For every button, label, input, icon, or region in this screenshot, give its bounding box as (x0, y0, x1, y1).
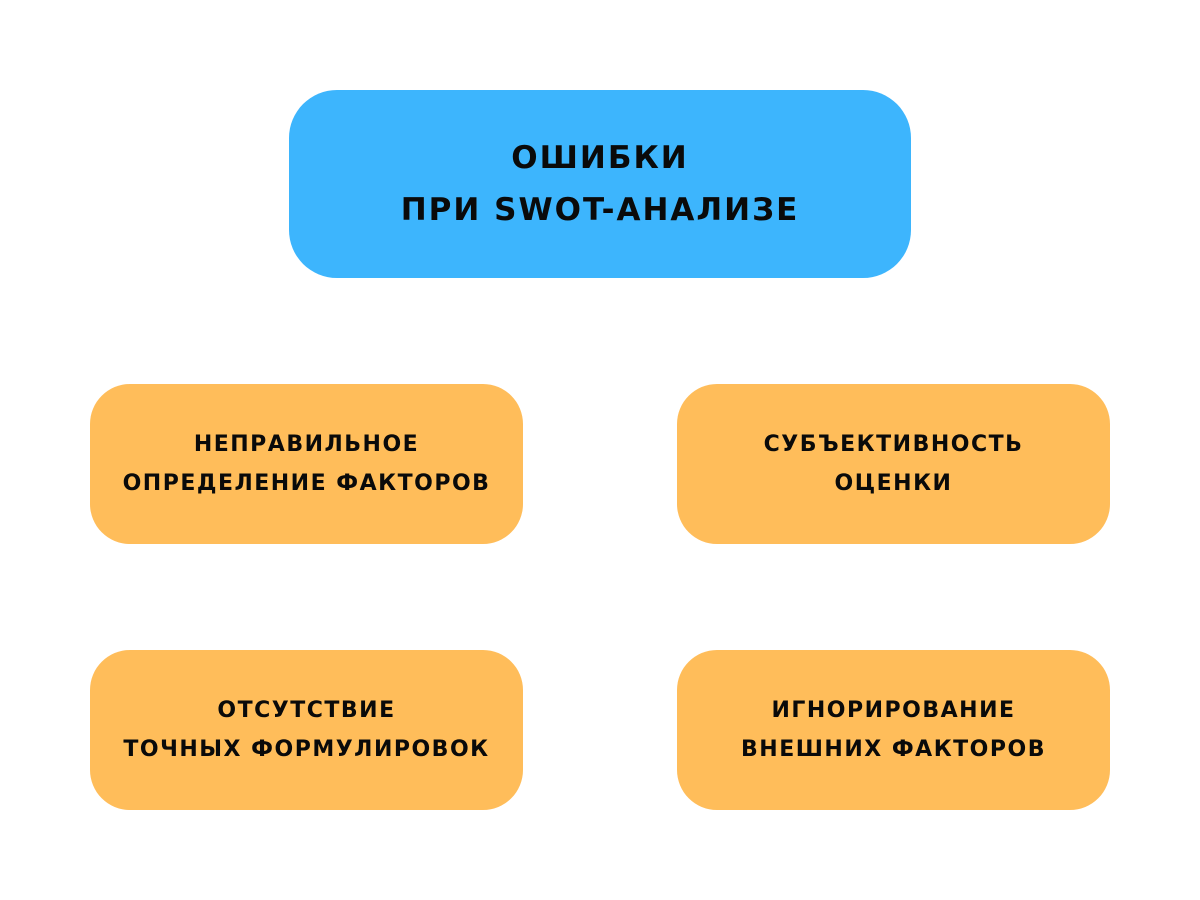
node-label-line-1: Неправильное (193, 432, 420, 457)
node-label-line-2: внешних факторов (741, 737, 1046, 762)
node-label-line-2: определение факторов (122, 471, 491, 496)
root-title-line-1: Ошибки (511, 140, 689, 176)
root-node-swot-errors: Ошибки при SWOT-анализе (289, 90, 911, 278)
node-subjective-assessment: Субъективность оценки (677, 384, 1110, 544)
root-title-line-2: при SWOT-анализе (400, 192, 800, 228)
node-label-line-1: Игнорирование (771, 698, 1016, 723)
node-label-line-1: Отсутствие (217, 698, 396, 723)
node-lack-of-precise-wording: Отсутствие точных формулировок (90, 650, 523, 810)
node-label-line-1: Субъективность (763, 432, 1024, 457)
node-incorrect-factor-definition: Неправильное определение факторов (90, 384, 523, 544)
node-label-line-2: оценки (834, 471, 953, 496)
node-ignoring-external-factors: Игнорирование внешних факторов (677, 650, 1110, 810)
node-label-line-2: точных формулировок (123, 737, 490, 762)
